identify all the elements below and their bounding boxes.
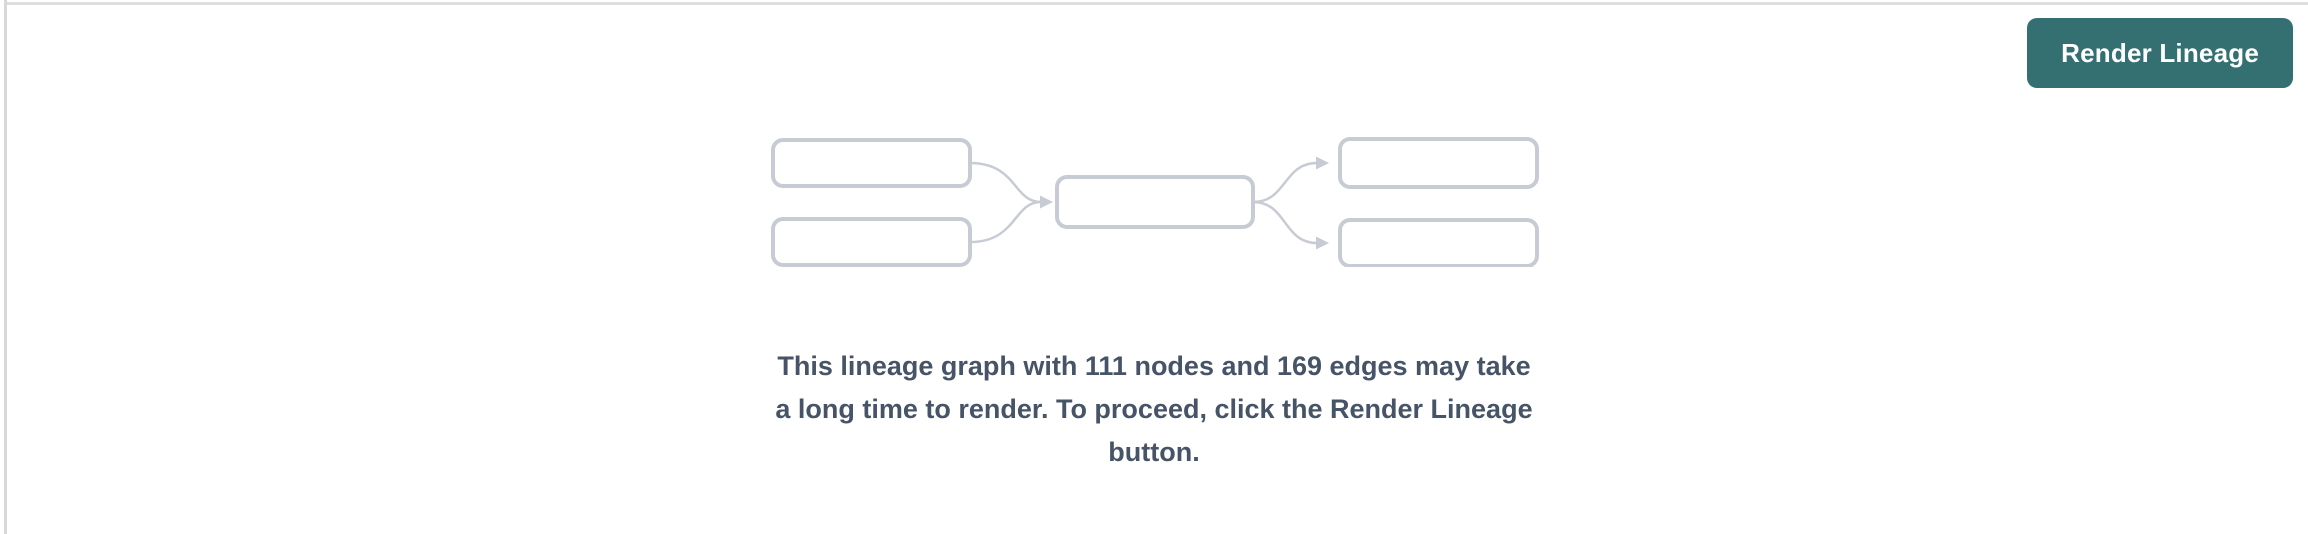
message-line: button. (1108, 437, 1200, 467)
render-lineage-button[interactable]: Render Lineage (2027, 18, 2293, 88)
graph-node (1055, 175, 1255, 229)
lineage-warning-message: This lineage graph with 111 nodes and 16… (654, 345, 1654, 474)
panel-top-border (4, 2, 2308, 5)
graph-edges (969, 161, 1318, 245)
graph-arrowheads (1040, 156, 1329, 250)
graph-node (771, 217, 972, 267)
graph-node (1338, 137, 1539, 189)
graph-edge (969, 161, 1042, 204)
message-line: a long time to render. To proceed, click… (775, 394, 1533, 424)
arrowhead-icon (1040, 195, 1053, 209)
lineage-empty-state: This lineage graph with 111 nodes and 16… (654, 135, 1654, 474)
lineage-placeholder-graphic (771, 137, 1539, 267)
graph-nodes (771, 137, 1539, 267)
panel-left-border (4, 0, 7, 534)
graph-node (771, 138, 972, 188)
arrowhead-icon (1316, 156, 1329, 170)
arrowhead-icon (1316, 236, 1329, 250)
graph-edge (969, 200, 1042, 244)
graph-edge (1252, 200, 1318, 245)
message-line: This lineage graph with 111 nodes and 16… (777, 351, 1531, 381)
graph-edge (1252, 161, 1318, 204)
graph-node (1338, 218, 1539, 267)
